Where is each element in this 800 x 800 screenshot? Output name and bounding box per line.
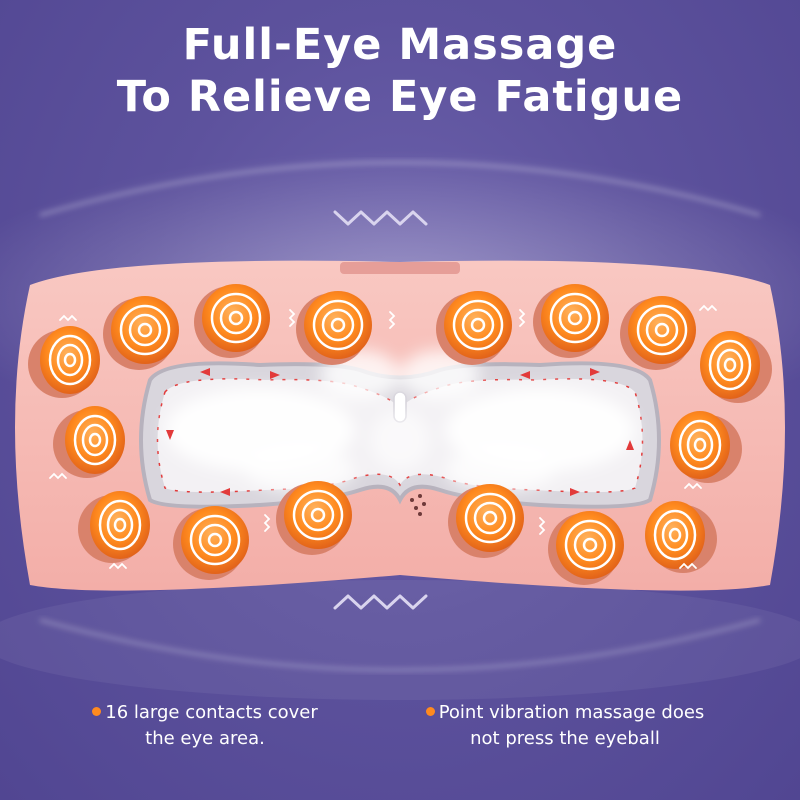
vibration-wave-icon <box>333 210 428 610</box>
feature-line: Point vibration massage does <box>438 702 705 723</box>
massage-contact <box>700 331 772 403</box>
airflow-arrows <box>166 368 634 496</box>
massage-contact <box>296 291 372 365</box>
massage-contact <box>548 511 624 585</box>
vibration-marks <box>49 304 717 570</box>
massage-contact <box>28 326 100 398</box>
massage-contact <box>276 481 352 555</box>
bullet-icon <box>425 706 435 716</box>
massage-contact <box>53 406 125 478</box>
feature-line: 16 large contacts cover <box>105 702 318 723</box>
massage-contact <box>103 296 179 370</box>
massage-contact <box>645 501 717 573</box>
bullet-icon <box>92 706 102 716</box>
massage-contact <box>436 291 512 365</box>
feature-caption-contacts: 16 large contacts cover the eye area. <box>70 700 340 752</box>
massage-contact <box>670 411 742 483</box>
massage-contact <box>78 491 150 563</box>
feature-line: not press the eyeball <box>470 728 660 749</box>
massage-contact <box>173 506 249 580</box>
feature-caption-vibration: Point vibration massage does not press t… <box>400 700 730 752</box>
headline-line-2: To Relieve Eye Fatigue <box>116 72 684 122</box>
massage-contact <box>448 484 524 558</box>
massage-contact <box>620 296 696 370</box>
feature-line: the eye area. <box>145 728 265 749</box>
headline-line-1: Full-Eye Massage <box>182 20 618 70</box>
massage-contact <box>194 284 270 358</box>
massage-contacts <box>28 284 772 585</box>
massage-contact <box>533 284 609 358</box>
